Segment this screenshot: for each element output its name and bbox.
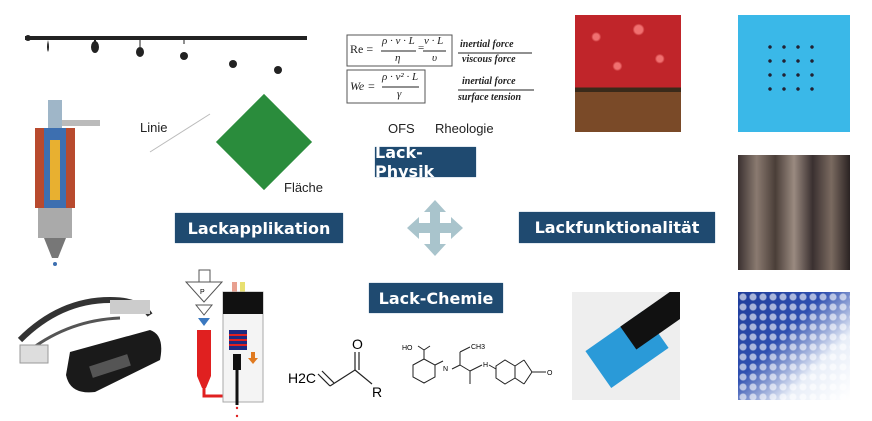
chem-h: H [483, 362, 488, 369]
reynolds-num2: v · L [424, 35, 444, 47]
reynolds-num1: ρ · v · L [382, 35, 415, 47]
area-square-illustration [215, 93, 313, 191]
spray-gun-device-photo [17, 296, 162, 393]
weber-num: ρ · v² · L [382, 71, 419, 83]
blue-grid-surface-photo [738, 15, 850, 132]
reynolds-box [346, 34, 453, 67]
reynolds-desc-top: inertial force [460, 39, 514, 50]
label-lackapplikation: Lackapplikation [175, 213, 343, 243]
blue-film-photo [572, 292, 680, 400]
rheologie-label: Rheologie [435, 121, 494, 136]
ofs-label: OFS [388, 121, 415, 136]
weber-den: γ [397, 88, 402, 100]
chem-ho: HO [402, 345, 413, 352]
chem-o2: O [547, 370, 553, 377]
azo-pigment-structure [412, 345, 546, 385]
label-lack-chemie: Lack-Chemie [369, 283, 503, 313]
nozzle-cross-section-illustration [35, 100, 100, 266]
pressure-label: P [200, 289, 205, 296]
reynolds-den2: υ [432, 52, 438, 64]
reynolds-desc-bottom: viscous force [462, 54, 516, 65]
water-drops-red-surface-photo [575, 15, 681, 132]
label-lack-physik: Lack-Physik [375, 143, 476, 181]
chem-h2c: H2C [288, 370, 316, 386]
weber-desc-bottom: surface tension [458, 92, 522, 103]
dispenser-schematic [184, 269, 264, 418]
droplet-line-illustration [25, 35, 307, 74]
label-lackfunktionalitaet: Lackfunktionalität [519, 212, 715, 243]
equals: = [418, 42, 425, 54]
four-way-arrow-icon [407, 200, 463, 256]
acrylate-structure [317, 352, 373, 387]
weber-box [346, 69, 426, 104]
chem-n: N [443, 366, 448, 373]
chem-ch3: CH3 [471, 344, 485, 351]
reynolds-lhs: Re = [350, 42, 374, 56]
weber-desc-top: inertial force [462, 76, 516, 87]
line-illustration [149, 113, 211, 153]
line-label: Linie [140, 120, 168, 135]
chem-o: O [352, 336, 363, 352]
area-label: Fläche [284, 180, 324, 195]
metal-surface-photo [738, 155, 850, 270]
weber-lhs: We = [350, 79, 376, 93]
chem-r: R [372, 384, 382, 400]
blue-pattern-photo [738, 292, 850, 400]
reynolds-den1: η [395, 52, 401, 64]
